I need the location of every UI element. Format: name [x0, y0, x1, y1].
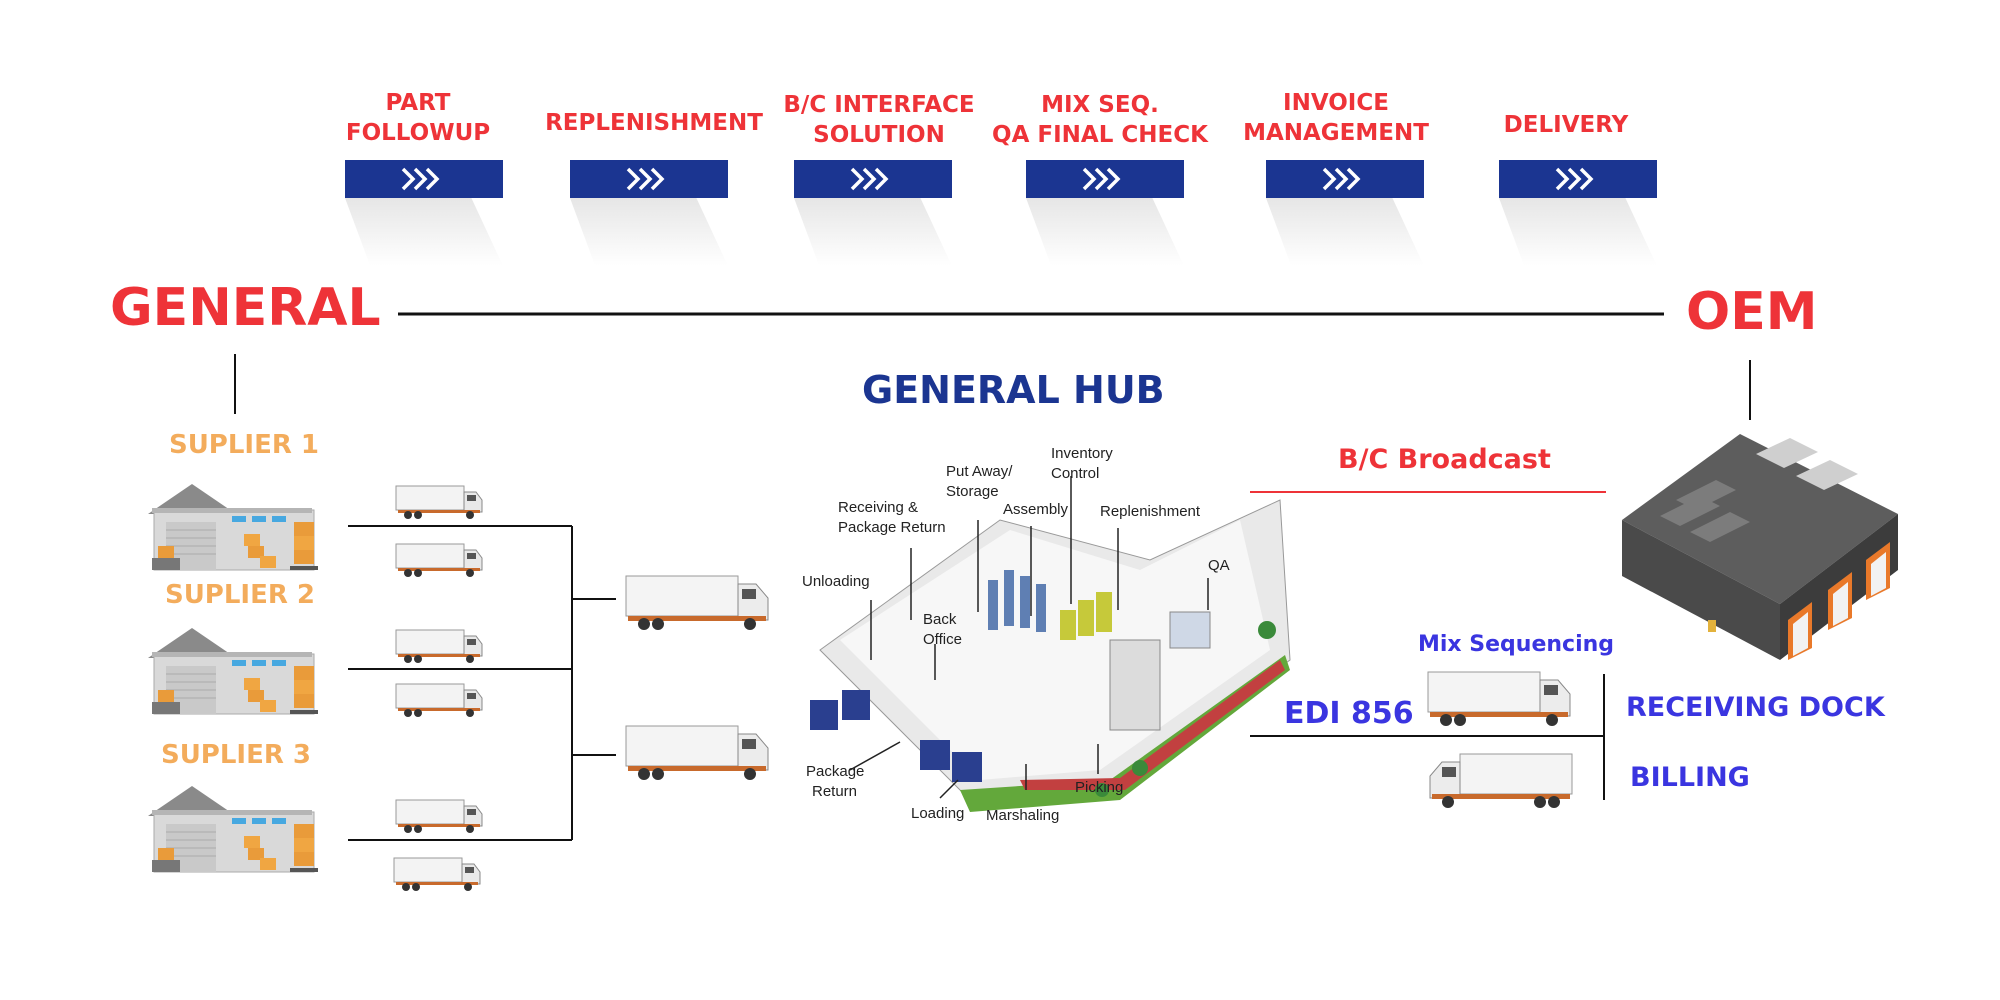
hub-label-unloading: Unloading — [802, 573, 870, 590]
step-1-line-1: PART — [385, 90, 451, 116]
truck-icon — [395, 683, 483, 718]
step-shadow — [1026, 198, 1184, 266]
supplier-1-label: SUPLIER 1 — [168, 430, 320, 460]
truck-icon — [395, 485, 483, 520]
step-shadow — [1266, 198, 1424, 266]
hub-label-replenishment: Replenishment — [1100, 503, 1201, 520]
hub-label-receiving-1: Receiving & — [838, 499, 918, 516]
supplier-2-label: SUPLIER 2 — [164, 580, 316, 610]
step-5-line-2: MANAGEMENT — [1243, 120, 1429, 146]
hub-label-marshaling: Marshaling — [986, 807, 1059, 824]
hub-label-backoffice-2: Office — [923, 631, 962, 648]
hub-labels: Inventory Control Put Away/ Storage Rece… — [802, 445, 1230, 824]
step-5-line-1: INVOICE — [1283, 90, 1389, 116]
truck-icon — [1429, 753, 1573, 809]
step-arrow-icon — [794, 160, 952, 198]
general-title: GENERAL — [110, 278, 381, 338]
mix-sequencing-label: Mix Sequencing — [1418, 632, 1615, 657]
step-arrow-icon — [1499, 160, 1657, 198]
hub-label-package-return-2: Return — [812, 783, 857, 800]
step-4-line-2: QA FINAL CHECK — [992, 122, 1208, 148]
step-arrow-icon — [1266, 160, 1424, 198]
bc-broadcast-label: B/C Broadcast — [1338, 444, 1551, 475]
truck-icon — [395, 543, 483, 578]
step-label-part-followup: PART FOLLOWUP — [318, 88, 518, 148]
oem-factory-icon — [1622, 434, 1898, 660]
hub-label-qa: QA — [1208, 557, 1230, 574]
step-label-invoice: INVOICE MANAGEMENT — [1236, 88, 1436, 148]
step-label-replenishment: REPLENISHMENT — [544, 108, 764, 138]
hub-label-inventory-2: Control — [1051, 465, 1099, 482]
supplier-1-warehouse-icon — [147, 483, 319, 571]
truck-icon — [395, 799, 483, 834]
hub-label-picking: Picking — [1075, 779, 1123, 796]
step-label-bc-interface: B/C INTERFACE SOLUTION — [774, 90, 984, 150]
supplier-2-warehouse-icon — [147, 627, 319, 715]
supplier-3-label: SUPLIER 3 — [160, 740, 312, 770]
step-shadow — [345, 198, 503, 266]
edi-label: EDI 856 — [1284, 696, 1414, 731]
hub-label-loading: Loading — [911, 805, 964, 822]
oem-title: OEM — [1686, 282, 1818, 342]
truck-icon — [395, 629, 483, 664]
step-3-line-1: B/C INTERFACE — [783, 92, 975, 118]
hub-label-putaway-2: Storage — [946, 483, 999, 500]
step-arrow-icon — [570, 160, 728, 198]
hub-label-assembly: Assembly — [1003, 501, 1069, 518]
step-6-line-1: DELIVERY — [1503, 112, 1629, 138]
billing-label: BILLING — [1630, 762, 1750, 793]
step-arrow-icon — [1026, 160, 1184, 198]
big-truck-icon — [625, 575, 769, 631]
hub-title: GENERAL HUB — [862, 368, 1165, 412]
hub-illustration — [810, 476, 1291, 812]
step-4-line-1: MIX SEQ. — [1041, 92, 1159, 118]
supplier-3-warehouse-icon — [147, 785, 319, 873]
step-arrow-icon — [345, 160, 503, 198]
step-1-line-2: FOLLOWUP — [345, 120, 491, 146]
step-label-delivery: DELIVERY — [1466, 110, 1666, 140]
truck-icon — [393, 857, 481, 892]
hub-label-inventory-1: Inventory — [1051, 445, 1113, 462]
supplier-tree-lines — [348, 525, 616, 841]
hub-label-receiving-2: Package Return — [838, 519, 946, 536]
step-3-line-2: SOLUTION — [813, 122, 945, 148]
step-2-line-1: REPLENISHMENT — [545, 110, 763, 136]
step-label-mix-seq: MIX SEQ. QA FINAL CHECK — [990, 90, 1210, 150]
hub-label-backoffice-1: Back — [923, 611, 957, 628]
receiving-dock-label: RECEIVING DOCK — [1626, 692, 1885, 723]
hub-label-putaway-1: Put Away/ — [946, 463, 1013, 480]
truck-icon — [1427, 671, 1571, 727]
step-shadow — [1499, 198, 1657, 266]
big-truck-icon — [625, 725, 769, 781]
hub-label-package-return-1: Package — [806, 763, 864, 780]
